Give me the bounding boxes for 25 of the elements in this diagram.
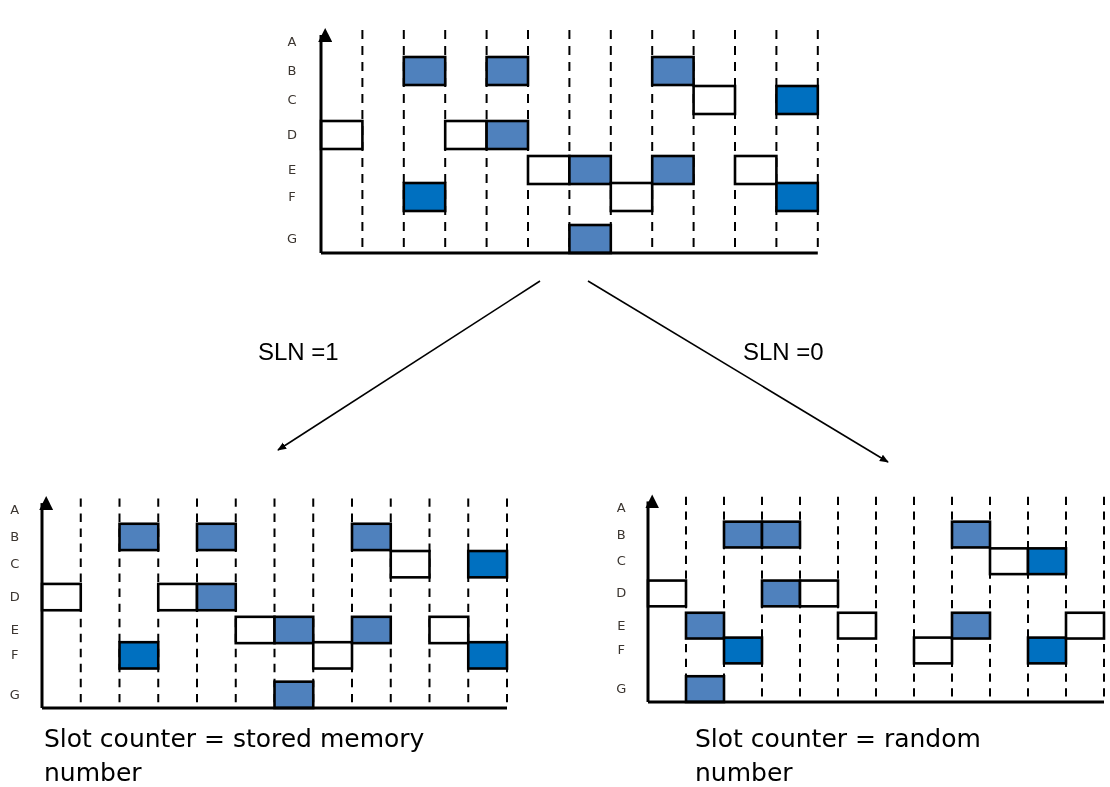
row-label: G: [615, 681, 628, 698]
row-label: C: [286, 92, 298, 108]
row-label: F: [10, 647, 20, 664]
row-label: A: [286, 34, 298, 50]
row-label: C: [9, 556, 21, 573]
row-label: D: [8, 589, 21, 606]
row-label: C: [615, 553, 627, 570]
row-label: A: [615, 499, 627, 516]
arrow: [277, 280, 541, 451]
row-label: D: [286, 127, 298, 143]
row-label: E: [286, 162, 298, 178]
row-label: D: [615, 585, 628, 602]
row-label: F: [287, 189, 297, 205]
arrow: [587, 280, 889, 463]
row-label: E: [616, 617, 627, 634]
row-label: G: [285, 231, 299, 247]
row-label: B: [9, 528, 21, 545]
row-label: A: [9, 501, 21, 518]
row-label: B: [615, 526, 627, 543]
chart-caption: Slot counter = stored memory number: [44, 723, 426, 787]
row-label: E: [9, 621, 20, 638]
row-label: B: [286, 63, 298, 79]
chart-caption: Slot counter = random number: [695, 723, 982, 787]
row-label: F: [616, 642, 627, 659]
row-label: G: [8, 686, 21, 703]
